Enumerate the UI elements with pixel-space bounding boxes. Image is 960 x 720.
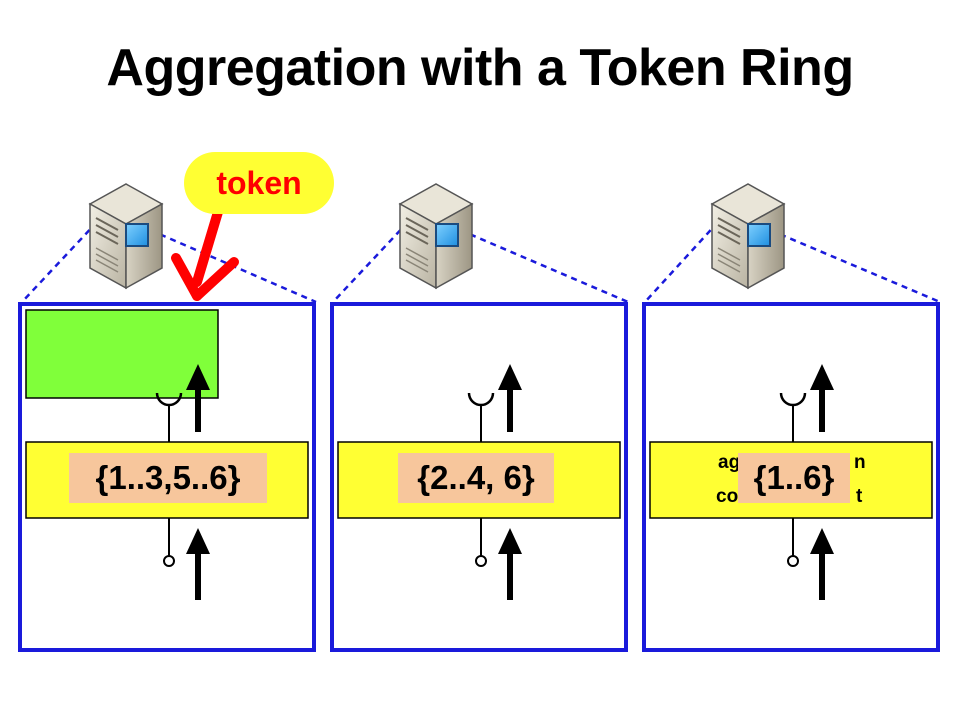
server-icon bbox=[711, 183, 785, 289]
server-icon bbox=[89, 183, 163, 289]
node-set-label: {2..4, 6} bbox=[398, 453, 554, 503]
node-1-connectors bbox=[155, 364, 210, 600]
component-text-fragment: ag bbox=[718, 452, 741, 473]
component-text-fragment: co bbox=[716, 486, 739, 507]
server-icon bbox=[399, 183, 473, 289]
node-set-label: {1..3,5..6} bbox=[69, 453, 267, 503]
arrow-head bbox=[498, 528, 522, 554]
node-frame-2 bbox=[330, 302, 628, 652]
provided-interface-icon bbox=[475, 555, 487, 567]
provided-interface-icon bbox=[163, 555, 175, 567]
arrow-head bbox=[810, 528, 834, 554]
required-interface-icon bbox=[779, 392, 807, 407]
dashed-link-3-right bbox=[769, 228, 941, 304]
token-bubble bbox=[184, 152, 334, 214]
token-holder-box bbox=[25, 309, 219, 399]
node-2-connectors bbox=[467, 364, 522, 600]
provided-interface-icon bbox=[787, 555, 799, 567]
dashed-link-2-left bbox=[332, 221, 409, 303]
dashed-link-3-left bbox=[644, 221, 719, 303]
node-set-label: {1..6} bbox=[738, 453, 850, 503]
dashed-link-1-left bbox=[21, 221, 98, 303]
token-label: token bbox=[216, 165, 302, 201]
arrow-head bbox=[186, 528, 210, 554]
component-text-fragment: t bbox=[856, 486, 863, 507]
node-frame-1 bbox=[18, 302, 316, 652]
node-frame-3 bbox=[642, 302, 940, 652]
arrow-head bbox=[498, 364, 522, 390]
dashed-link-2-right bbox=[459, 228, 629, 304]
arrow-head bbox=[186, 364, 210, 390]
component-text-fragment: n bbox=[854, 452, 866, 473]
arrow-head bbox=[810, 364, 834, 390]
node-3-connectors bbox=[779, 364, 834, 600]
required-interface-icon bbox=[467, 392, 495, 407]
page-title: Aggregation with a Token Ring bbox=[106, 39, 854, 97]
token-arrow-icon bbox=[171, 207, 239, 301]
